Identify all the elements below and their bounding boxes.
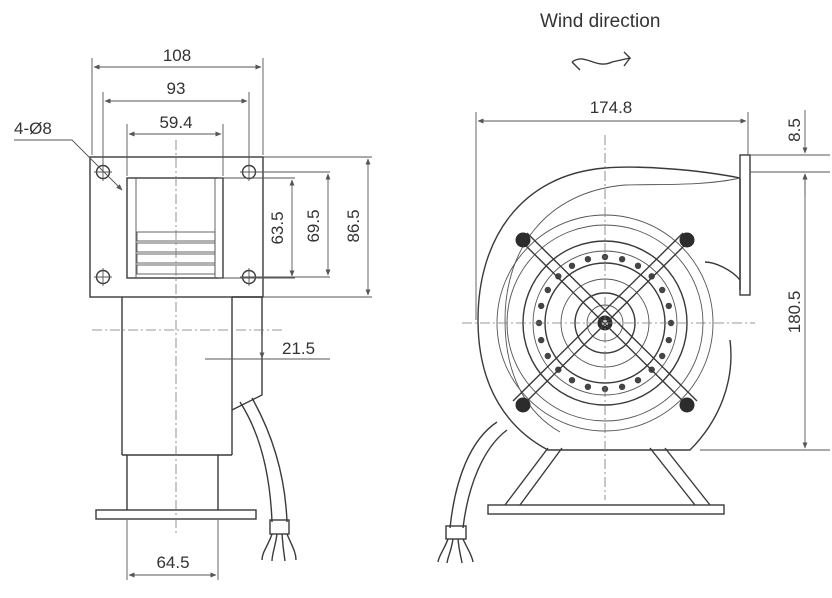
- wind-direction-arrow-icon: [571, 51, 632, 67]
- dim-64-5-label: 64.5: [156, 553, 189, 572]
- blade-hole: [665, 302, 672, 310]
- cable-inner: [251, 397, 288, 523]
- wind-direction-label: Wind direction: [540, 11, 660, 32]
- dim-8-5-label: 8.5: [785, 118, 804, 142]
- blade-hole: [538, 336, 545, 344]
- cable-outer: [239, 401, 273, 523]
- cable-sleeve: [269, 519, 290, 535]
- side-base-plate: [487, 504, 725, 515]
- side-cable-inner: [462, 429, 508, 529]
- blade-hole: [634, 377, 642, 384]
- blade-hole: [659, 352, 666, 360]
- side-cable-outer: [449, 421, 498, 529]
- front-extension-lines: [218, 156, 372, 298]
- dim-86-5-label: 86.5: [344, 209, 363, 242]
- blade-hole: [568, 262, 576, 269]
- blade-hole: [618, 383, 626, 390]
- side-cable-sleeve: [445, 525, 467, 540]
- side-outlet-flange: [739, 154, 751, 296]
- blade-hole: [555, 273, 562, 280]
- scroll-housing: [477, 166, 741, 451]
- holes-leader: [14, 139, 123, 191]
- dim-108-label: 108: [163, 46, 191, 65]
- front-view: 108 93 59.4 4-Ø8 63.5 69.5 86.5 21.5 64.…: [14, 46, 372, 580]
- blade-hole: [634, 262, 642, 269]
- stand-legs: [504, 447, 711, 506]
- blade-hole: [665, 336, 672, 344]
- blade-hole: [568, 377, 576, 384]
- dim-93-label: 93: [167, 79, 186, 98]
- dim-21-5-label: 21.5: [282, 339, 315, 358]
- blade-hole: [544, 286, 551, 294]
- blade-hole: [538, 302, 545, 310]
- base-legs: [126, 455, 219, 510]
- blade-hole: [544, 352, 551, 360]
- blade-hole: [667, 319, 675, 327]
- outlet-opening: [126, 177, 224, 279]
- side-view: Wind direction: [437, 11, 830, 564]
- front-flange-plate: [89, 156, 264, 298]
- holes-label: 4-Ø8: [14, 119, 52, 138]
- outlet-cutoff: [704, 178, 741, 290]
- dim-69-5-label: 69.5: [304, 209, 323, 242]
- blade-hole: [659, 286, 666, 294]
- housing-body: [121, 297, 233, 456]
- blade-hole: [584, 383, 592, 390]
- dim-174-8-label: 174.8: [590, 98, 633, 117]
- dim-180-5-label: 180.5: [785, 291, 804, 334]
- blade-holes: [535, 253, 675, 393]
- side-cable-wires: [437, 538, 474, 564]
- blade-hole: [584, 256, 592, 263]
- cable-wires: [261, 533, 297, 562]
- dim-63-5-label: 63.5: [268, 211, 287, 244]
- blade-hole: [648, 273, 655, 280]
- dim-59-4-label: 59.4: [159, 113, 192, 132]
- blade-hole: [618, 256, 626, 263]
- motor-side: [231, 296, 263, 411]
